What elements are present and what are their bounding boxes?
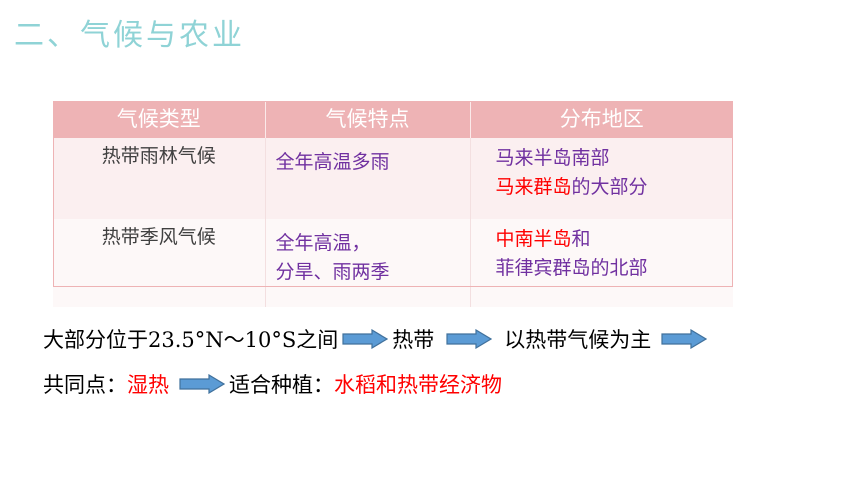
distribution-highlight: 马来群岛	[495, 176, 572, 198]
climate-features-cell: 全年高温多雨	[265, 138, 471, 219]
right-arrow-icon	[342, 329, 389, 349]
location-text-suffix: 之间	[296, 328, 339, 352]
climate-type-cell: 热带雨林气候	[53, 138, 266, 219]
header-climate-features: 气候特点	[265, 101, 471, 138]
right-arrow-icon	[446, 329, 493, 349]
distribution-cell: 中南半岛和 菲律宾群岛的北部	[470, 219, 733, 307]
distribution-highlight: 中南半岛	[495, 228, 572, 250]
common-value: 湿热	[127, 373, 169, 397]
feature-line: 分旱、雨两季	[275, 261, 390, 283]
common-label: 共同点：	[43, 373, 127, 397]
distribution-text: 和	[571, 228, 591, 250]
right-arrow-icon	[661, 329, 708, 349]
header-climate-type: 气候类型	[53, 101, 266, 138]
table-header-row: 气候类型 气候特点 分布地区	[53, 101, 733, 138]
summary-line-common: 共同点： 湿热 适合种植： 水稻和热带经济物	[43, 369, 502, 399]
page-title: 二、气候与农业	[14, 18, 245, 53]
location-text: 大部分位于	[43, 328, 148, 352]
table-row: 热带雨林气候 全年高温多雨 马来半岛南部 马来群岛的大部分	[53, 138, 733, 219]
header-distribution: 分布地区	[470, 101, 733, 138]
distribution-line: 菲律宾群岛的北部	[496, 254, 734, 283]
distribution-cell: 马来半岛南部 马来群岛的大部分	[470, 138, 733, 219]
feature-line: 全年高温多雨	[275, 151, 390, 173]
coordinates-text: 23.5°N～10°S	[148, 328, 297, 352]
climate-type-cell: 热带季风气候	[53, 219, 266, 307]
crops-label: 适合种植：	[229, 373, 334, 397]
result-tropical-zone: 热带	[392, 328, 435, 352]
climate-features-cell: 全年高温， 分旱、雨两季	[265, 219, 471, 307]
distribution-text: 的大部分	[571, 176, 648, 198]
crops-value: 水稻和热带经济物	[334, 373, 502, 397]
result-tropical-climate: 以热带气候为主	[504, 328, 652, 352]
distribution-text: 马来半岛南部	[495, 147, 610, 169]
right-arrow-icon	[179, 374, 225, 394]
distribution-text: 菲律宾群岛的北部	[495, 257, 648, 279]
distribution-line: 中南半岛和	[496, 225, 734, 254]
climate-table: 气候类型 气候特点 分布地区 热带雨林气候 全年高温多雨 马来半岛南部 马来群岛…	[53, 101, 733, 307]
summary-line-location: 大部分位于 23.5°N～10°S 之间 热带 以热带气候为主	[43, 324, 711, 354]
distribution-line: 马来半岛南部	[496, 144, 734, 173]
table-row: 热带季风气候 全年高温， 分旱、雨两季 中南半岛和 菲律宾群岛的北部	[53, 219, 733, 307]
feature-line: 全年高温，	[275, 232, 371, 254]
distribution-line: 马来群岛的大部分	[496, 173, 734, 202]
